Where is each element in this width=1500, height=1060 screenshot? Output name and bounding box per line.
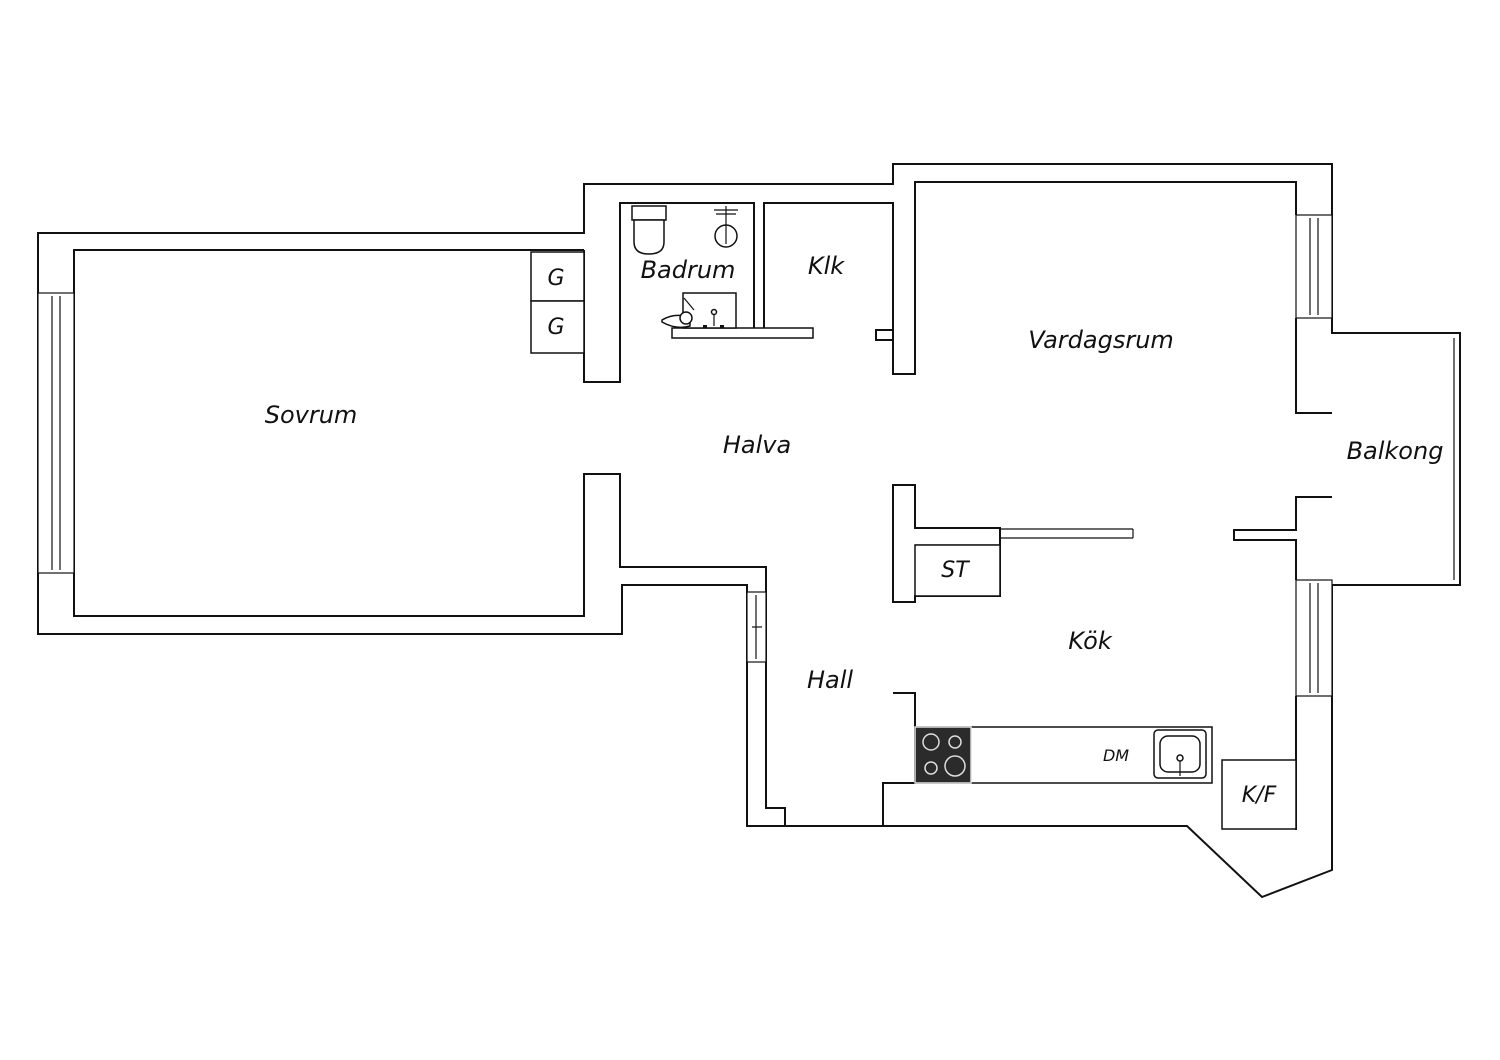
right-inner-wall (1295, 318, 1332, 414)
label-badrum: Badrum (641, 256, 736, 284)
label-klk: Klk (808, 252, 845, 280)
label-halva: Halva (723, 431, 791, 459)
shower-icon (714, 206, 738, 248)
hall-door-wall (882, 782, 893, 826)
klk-wall (763, 181, 1297, 375)
bath-wall (583, 202, 755, 383)
label-kf: K/F (1242, 783, 1277, 808)
washing-machine-icon (661, 297, 695, 329)
wardrobe-2 (530, 300, 585, 354)
label-vardagsrum: Vardagsrum (1028, 326, 1174, 354)
storage-closet (914, 544, 1001, 597)
label-kok: Kök (1068, 627, 1113, 655)
toilet-icon (631, 205, 667, 255)
fridge-freezer (1221, 759, 1297, 830)
label-garderob-1: G (547, 266, 564, 291)
klk-door-stub (875, 329, 893, 341)
right-inner-wall-lower (1233, 496, 1332, 580)
label-hall: Hall (807, 666, 853, 694)
window-hall (746, 591, 767, 663)
label-dm: DM (1103, 746, 1129, 765)
label-sovrum: Sovrum (265, 401, 358, 429)
stove-icon (914, 726, 972, 784)
label-st: ST (941, 558, 970, 583)
sink-icon (671, 292, 814, 339)
window-kok (1295, 579, 1333, 697)
label-garderob-2: G (547, 315, 564, 340)
kitchen-sink-icon (1153, 729, 1207, 779)
window-vardagsrum (1295, 214, 1333, 319)
window-sovrum (37, 292, 75, 574)
hall-kitchen-wall (893, 692, 916, 784)
label-balkong: Balkong (1347, 437, 1444, 465)
